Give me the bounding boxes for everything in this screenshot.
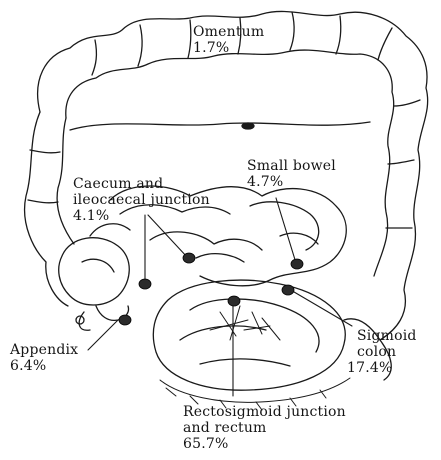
ascending-colon [25,112,68,306]
pointer-appendix [88,320,118,350]
marker-small-bowel [291,259,303,269]
marker-ileocaecal [183,253,195,263]
label-caecum: Caecum and ileocaecal junction 4.1% [73,176,210,224]
label-sigmoid-line2: colon [357,344,417,360]
label-omentum-name: Omentum [193,24,264,40]
label-rectosigmoid: Rectosigmoid junction and rectum 65.7% [183,404,346,452]
label-rectosigmoid-pct: 65.7% [183,436,346,452]
caecum [59,238,130,305]
label-caecum-pct: 4.1% [73,208,210,224]
label-small-bowel-name: Small bowel [247,158,336,174]
omental-fold [70,122,370,130]
marker-appendix [119,315,131,325]
label-appendix-pct: 6.4% [10,358,78,374]
label-omentum: Omentum 1.7% [193,24,264,56]
pointer-sigmoid [289,289,352,326]
label-rectosigmoid-line1: Rectosigmoid junction [183,404,346,420]
label-appendix-name: Appendix [10,342,78,358]
label-small-bowel: Small bowel 4.7% [247,158,336,190]
pointer-small-bowel [276,198,296,263]
rectum-pelvic-mass [153,280,345,390]
label-small-bowel-pct: 4.7% [247,174,336,190]
marker-caecum [139,279,151,289]
label-sigmoid-line1: Sigmoid [357,328,417,344]
label-rectosigmoid-line2: and rectum [183,420,346,436]
label-appendix: Appendix 6.4% [10,342,78,374]
label-sigmoid-pct: 17.4% [347,360,417,376]
label-caecum-line1: Caecum and [73,176,210,192]
marker-rectosigmoid [228,296,240,306]
label-caecum-line2: ileocaecal junction [73,192,210,208]
label-sigmoid: Sigmoid colon 17.4% [357,328,417,376]
label-omentum-pct: 1.7% [193,40,264,56]
marker-sigmoid [282,285,294,295]
